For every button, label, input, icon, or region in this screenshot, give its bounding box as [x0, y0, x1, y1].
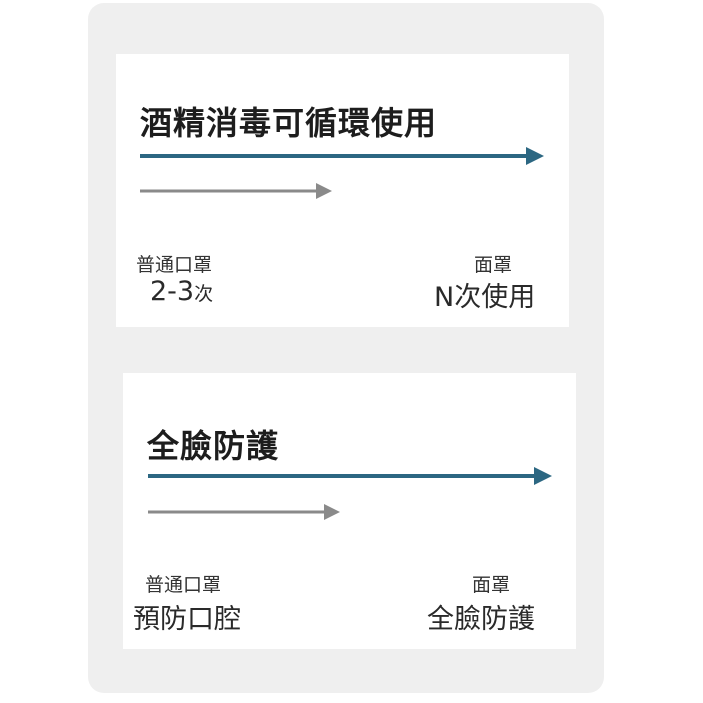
- card-full-face: 全臉防護 普通口罩 預防口腔 面罩 全臉防護: [123, 373, 576, 649]
- right-large-label: 全臉防護: [427, 604, 535, 635]
- card-reusable: 酒精消毒可循環使用 普通口罩 2-3次 面罩 N次使用: [116, 54, 569, 327]
- right-small-label: 面罩: [474, 254, 513, 276]
- left-large-tail: 次: [194, 283, 214, 305]
- long-arrow-icon: [140, 147, 544, 165]
- long-arrow-icon: [148, 467, 552, 485]
- left-large-label: 2-3次: [150, 276, 213, 307]
- left-small-label: 普通口罩: [136, 254, 213, 276]
- card-title: 全臉防護: [147, 427, 280, 465]
- short-arrow-icon: [148, 504, 340, 520]
- right-large-label: N次使用: [434, 282, 536, 313]
- card-title: 酒精消毒可循環使用: [140, 104, 438, 142]
- short-arrow-icon: [140, 183, 332, 199]
- left-large-label: 預防口腔: [133, 604, 241, 635]
- left-small-label: 普通口罩: [145, 574, 222, 596]
- left-large-main: 2-3: [150, 276, 195, 307]
- right-small-label: 面罩: [472, 574, 511, 596]
